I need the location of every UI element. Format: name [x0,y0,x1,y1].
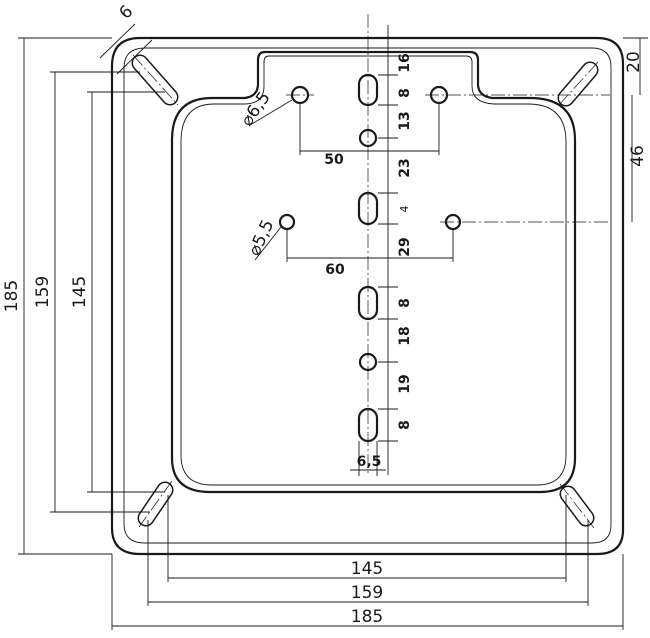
dim-20: 20 [624,51,644,73]
dim-18: 18 [397,326,413,345]
dim-4: 4 [398,206,411,213]
dim-159-vertical: 159 [33,276,53,308]
corner-slot-top-left [131,54,179,106]
center-slot-4 [357,407,379,443]
dim-29: 29 [397,237,413,256]
dim-159-horizontal: 159 [351,583,383,603]
dim-slot-6: 6 [116,2,138,24]
corner-slot-bottom-right [559,483,595,529]
dim-slot-6-5: 6,5 [357,454,382,470]
dim-60: 60 [325,262,345,278]
dim-46: 46 [628,145,648,167]
dim-185-horizontal: 185 [351,607,383,627]
dim-8-top: 8 [397,88,413,98]
dim-145-horizontal: 145 [351,559,383,579]
dim-13: 13 [397,111,413,130]
center-hole-1 [358,128,378,148]
center-slot-3 [357,285,379,321]
dim-50: 50 [324,152,344,168]
hole-mid-right [440,213,610,231]
hole-mid-left [278,213,296,231]
dim-185-vertical: 185 [2,280,22,312]
dim-dia-5-5: ⌀5,5 [245,217,279,259]
center-slot-1 [357,73,379,107]
dim-16: 16 [397,53,413,72]
corner-slot-bottom-left [137,480,174,528]
dimension-lines [18,23,648,630]
dim-145-vertical: 145 [70,276,90,308]
dim-8-mid: 8 [397,298,413,308]
inner-cutout [170,50,577,494]
dim-19: 19 [397,374,413,393]
dimension-labels: 185 159 145 145 159 185 20 46 6 ⌀6,5 ⌀5,… [2,2,648,627]
dim-8-bottom: 8 [397,420,413,430]
dim-23: 23 [397,158,413,177]
dim-dia-6-5: ⌀6,5 [237,88,275,130]
corner-slot-top-right [557,61,599,107]
center-hole-2 [358,352,378,372]
center-slot-2 [357,191,379,226]
plate-outline [110,36,625,556]
